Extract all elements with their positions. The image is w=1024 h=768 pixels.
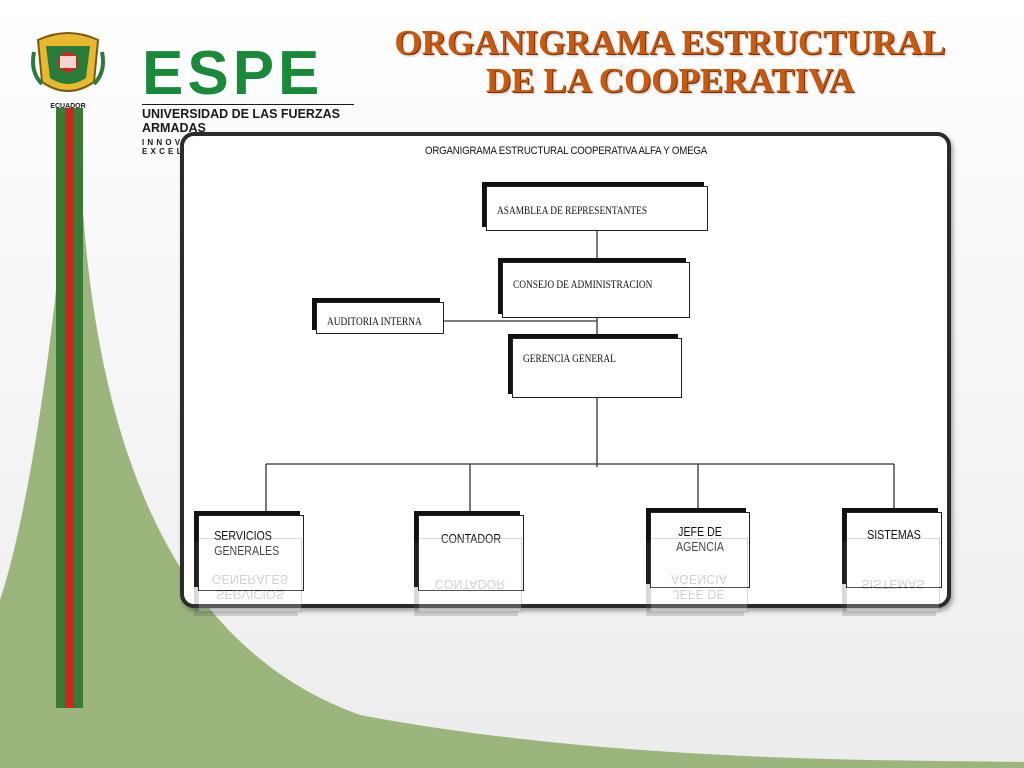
reflection-jefe: JEFE DE AGENCIA <box>650 538 748 612</box>
node-asamblea: ASAMBLEA DE REPRESENTANTES <box>486 186 708 231</box>
node-servicios: SERVICIOS GENERALES <box>198 515 304 591</box>
node-servicios-label: SERVICIOS GENERALES <box>214 529 279 558</box>
slide-title-line2: DE LA COOPERATIVA <box>485 61 855 100</box>
node-jefe: JEFE DE AGENCIA <box>650 512 750 588</box>
logo-wordmark: ESPE <box>142 39 324 108</box>
node-contador-label: CONTADOR <box>427 532 515 547</box>
node-jefe-label: JEFE DE AGENCIA <box>676 525 724 554</box>
node-gerencia-label: GERENCIA GENERAL <box>523 351 616 365</box>
node-contador: CONTADOR <box>418 515 524 591</box>
node-consejo: CONSEJO DE ADMINISTRACION <box>502 262 690 318</box>
diagram-reflection: SERVICIOS GENERALES CONTADOR JEFE DE AGE… <box>190 512 950 612</box>
reflection-servicios: SERVICIOS GENERALES <box>198 538 302 612</box>
node-asamblea-label: ASAMBLEA DE REPRESENTANTES <box>497 203 648 217</box>
flag-stripe-green <box>56 108 65 708</box>
node-sistemas: SISTEMAS <box>846 512 942 588</box>
node-consejo-label: CONSEJO DE ADMINISTRACION <box>513 277 653 291</box>
node-gerencia: GERENCIA GENERAL <box>512 338 682 398</box>
reflection-contador: CONTADOR <box>418 538 522 612</box>
green-curve-shape <box>0 160 1024 768</box>
diagram-title: ORGANIGRAMA ESTRUCTURAL COOPERATIVA ALFA… <box>425 145 708 157</box>
reflection-sistemas: SISTEMAS <box>846 538 940 612</box>
flag-stripe-red <box>65 108 74 708</box>
node-auditoria: AUDITORIA INTERNA <box>316 302 444 334</box>
slide-title-line1: ORGANIGRAMA ESTRUCTURAL <box>394 23 946 62</box>
crest-icon: ECUADOR <box>31 32 105 110</box>
node-sistemas-label: SISTEMAS <box>867 528 921 542</box>
espe-logo: ECUADOR ESPE UNIVERSIDAD DE LAS FUERZAS … <box>30 22 354 156</box>
flag-stripe-green <box>74 108 83 708</box>
logo-university-name: UNIVERSIDAD DE LAS FUERZAS ARMADAS <box>142 104 354 135</box>
node-auditoria-label: AUDITORIA INTERNA <box>327 314 422 328</box>
slide-title: ORGANIGRAMA ESTRUCTURAL DE LA COOPERATIV… <box>350 24 990 100</box>
svg-text:ECUADOR: ECUADOR <box>50 103 85 110</box>
